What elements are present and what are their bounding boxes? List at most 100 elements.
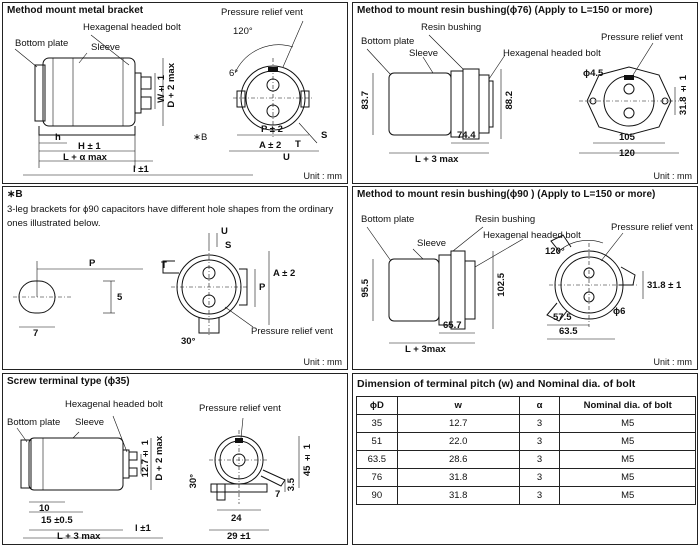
sleeve-label: Sleeve	[75, 417, 105, 428]
panel-metal-bracket: Method mount metal bracket	[2, 2, 348, 184]
dim-29: 29 ±1	[227, 531, 251, 542]
dim-5: 5	[117, 292, 123, 303]
cell-diameter: 76	[356, 468, 398, 487]
dim-h: H ± 1	[78, 141, 101, 152]
dim-105: 105	[619, 132, 635, 143]
column-header: Nominal dia. of bolt	[559, 396, 696, 415]
dim-102-5: 102.5	[496, 273, 507, 297]
cell-alpha: 3	[518, 468, 561, 487]
table-header-row: ϕD w α Nominal dia. of bolt	[356, 396, 696, 415]
cell-pitch: 31.8	[396, 486, 520, 505]
hex-bolt-label: Hexagenal headed bolt	[503, 48, 601, 59]
pressure-vent-label: Pressure relief vent	[199, 403, 281, 414]
dim-74-4: 74.4	[457, 130, 476, 141]
resin-bushing-label: Resin bushing	[421, 22, 482, 33]
panel-resin-bushing-90: Method to mount resin bushing(ϕ90 ) (App…	[352, 186, 698, 370]
dim-10: 10	[39, 503, 50, 514]
dim-7: 7	[33, 328, 39, 339]
unit-label: Unit : mm	[653, 171, 692, 181]
cell-diameter: 90	[356, 486, 398, 505]
terminal-pitch-table: ϕD w α Nominal dia. of bolt 35 12.7 3 M5…	[356, 396, 696, 505]
angle-30: 30°	[181, 336, 196, 347]
cell-diameter: 63.5	[356, 450, 398, 469]
dim-l: L + α max	[63, 152, 107, 163]
dim-120: 120	[619, 148, 635, 159]
column-header: w	[396, 396, 520, 415]
dim-l1: l ±1	[135, 523, 151, 534]
note-text: 3-leg brackets for ϕ90 capacitors have d…	[7, 204, 334, 229]
dim-a: A ± 2	[273, 268, 296, 279]
panel-terminal-pitch-table: Dimension of terminal pitch (w) and Nomi…	[352, 373, 698, 545]
bottom-plate-label: Bottom plate	[361, 36, 415, 47]
dim-45: 45 ± 1	[302, 444, 313, 477]
bottom-plate-label: Bottom plate	[7, 417, 61, 428]
pressure-vent-label: Pressure relief vent	[611, 222, 693, 233]
resin-bushing-76-drawing	[353, 3, 697, 183]
dim-24: 24	[231, 513, 242, 524]
cell-pitch: 12.7	[396, 414, 520, 433]
resin-bushing-label: Resin bushing	[475, 214, 536, 225]
dim-57-5: 57.5	[553, 312, 572, 323]
table-title: Dimension of terminal pitch (w) and Nomi…	[357, 378, 636, 390]
table-row: 35 12.7 3 M5	[356, 414, 696, 433]
table-row: 76 31.8 3 M5	[356, 468, 696, 487]
cell-bolt: M5	[559, 468, 696, 487]
cell-bolt: M5	[559, 414, 696, 433]
dim-t: T	[295, 139, 301, 150]
dim-88-2: 88.2	[504, 91, 515, 110]
dim-7: 7	[275, 489, 281, 500]
dim-95-5: 95.5	[360, 279, 371, 298]
unit-label: Unit : mm	[653, 357, 692, 367]
dim-31-8: 31.8 ± 1	[678, 75, 689, 116]
table-row: 51 22.0 3 M5	[356, 432, 696, 451]
sleeve-label: Sleeve	[91, 42, 121, 53]
bracket-hole-drawing	[3, 187, 347, 369]
column-header: ϕD	[356, 396, 398, 415]
panel-title: Method mount metal bracket	[7, 5, 144, 16]
dim-h-small: h	[55, 132, 61, 143]
hex-bolt-label: Hexagenal headed bolt	[83, 22, 181, 33]
dim-63-5: 63.5	[559, 326, 578, 337]
dim-l1: l ±1	[133, 164, 149, 175]
cell-alpha: 3	[518, 450, 561, 469]
table-row: 63.5 28.6 3 M5	[356, 450, 696, 469]
dim-15: 15 ±0.5	[41, 515, 73, 526]
dim-l: L + 3 max	[415, 154, 459, 165]
column-header: α	[518, 396, 561, 415]
dim-p: P	[89, 258, 96, 269]
unit-label: Unit : mm	[303, 171, 342, 181]
cell-bolt: M5	[559, 450, 696, 469]
cell-pitch: 28.6	[396, 450, 520, 469]
cell-alpha: 3	[518, 486, 561, 505]
cell-diameter: 51	[356, 432, 398, 451]
dim-d: D + 2 max	[154, 436, 165, 481]
metal-bracket-drawing	[3, 3, 347, 183]
panel-title: Screw terminal type (ϕ35)	[7, 376, 130, 387]
cell-pitch: 22.0	[396, 432, 520, 451]
dim-s: S	[225, 240, 232, 251]
dim-p2: P	[259, 282, 266, 293]
dim-d: D + 2 max	[166, 63, 177, 108]
bottom-plate-label: Bottom plate	[15, 38, 69, 49]
panel-title: ∗B	[7, 189, 23, 200]
phi-4-5: ϕ4.5	[583, 68, 604, 79]
panel-title: Method to mount resin bushing(ϕ90 ) (App…	[357, 189, 656, 200]
pressure-vent-label: Pressure relief vent	[221, 7, 303, 18]
hex-bolt-label: Hexagenal headed bolt	[65, 399, 163, 410]
dim-u: U	[221, 226, 228, 237]
dim-31-8: 31.8 ± 1	[647, 280, 682, 291]
panel-resin-bushing-76: Method to mount resin bushing(ϕ76) (Appl…	[352, 2, 698, 184]
dim-p: P ± 2	[261, 124, 283, 135]
pressure-vent-label: Pressure relief vent	[601, 32, 683, 43]
cell-bolt: M5	[559, 486, 696, 505]
panel-note-b: ∗B 3-leg brackets for ϕ90 capacitors hav…	[2, 186, 348, 370]
panel-screw-terminal: Screw terminal type (ϕ35) Hexagenal head…	[2, 373, 348, 545]
angle-120: 120°	[545, 246, 565, 257]
panel-title: Method to mount resin bushing(ϕ76) (Appl…	[357, 5, 653, 16]
dim-83-7: 83.7	[360, 91, 371, 110]
cell-diameter: 35	[356, 414, 398, 433]
dim-u: U	[283, 152, 290, 163]
sleeve-label: Sleeve	[409, 48, 439, 59]
dim-l: L + 3 max	[57, 531, 101, 542]
dim-l: L + 3max	[405, 344, 446, 355]
